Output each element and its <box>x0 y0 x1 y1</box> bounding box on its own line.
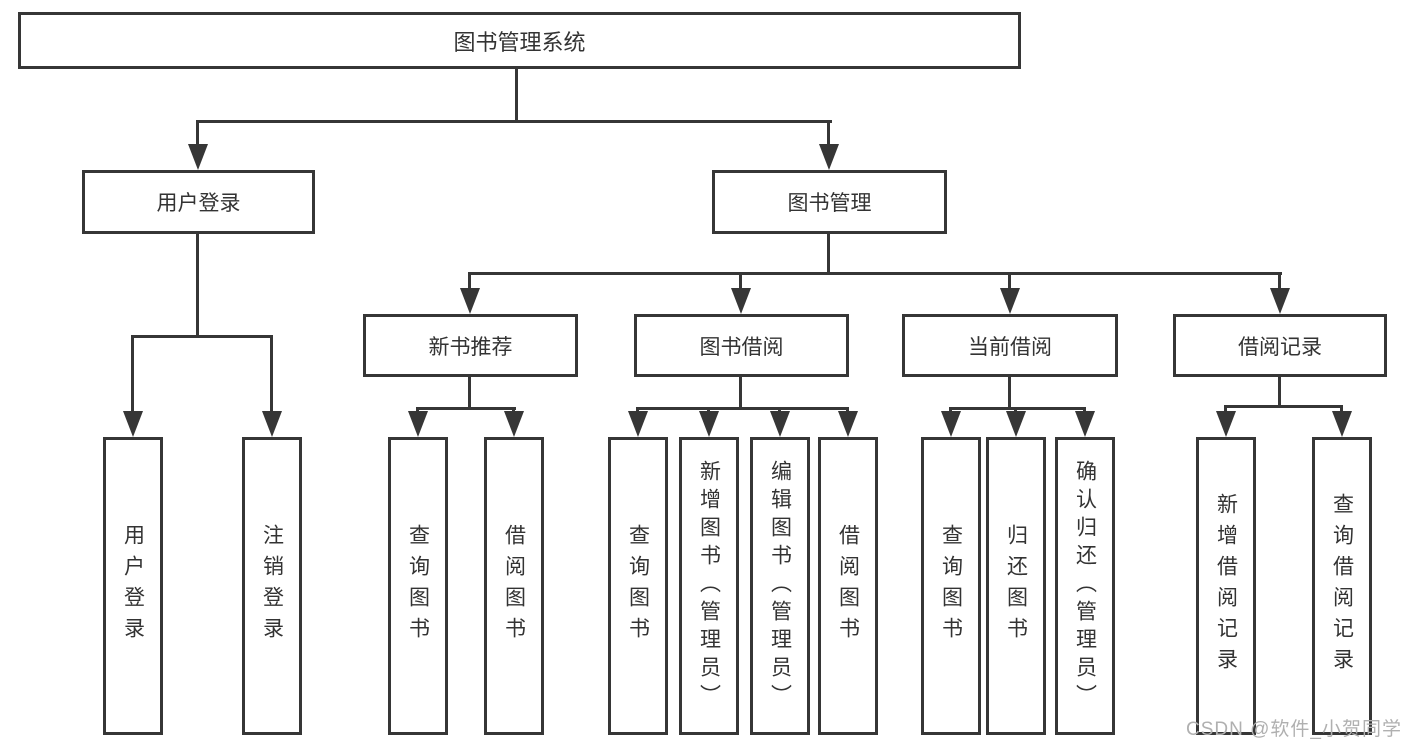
connector-root-hbar <box>196 120 832 123</box>
connector-book-management-stem <box>827 234 830 275</box>
connector-new-book-recommend-hbar <box>416 407 516 410</box>
connector-drop-query-books-3 <box>949 407 952 414</box>
node-new-book-recommend: 新书推荐 <box>363 314 578 377</box>
arrowhead-leaf-logout <box>262 411 282 437</box>
arrowhead-book-borrow <box>731 288 751 314</box>
connector-drop-borrow-books-2 <box>846 407 849 414</box>
leaf-query-books-2: 查询图书 <box>608 437 668 735</box>
arrowhead-borrow-books-2 <box>838 411 858 437</box>
connector-drop-new-book-recommend <box>468 272 471 290</box>
leaf-confirm-return-admin: 确认归还（管理员） <box>1055 437 1115 735</box>
arrowhead-add-borrow-record <box>1216 411 1236 437</box>
arrowhead-confirm-return-admin <box>1075 411 1095 437</box>
connector-drop-edit-book-admin <box>778 407 781 414</box>
connector-drop-return-book <box>1014 407 1017 414</box>
connector-book-borrow-hbar <box>636 407 849 410</box>
node-library-system: 图书管理系统 <box>18 12 1021 69</box>
node-user-login: 用户登录 <box>82 170 315 234</box>
leaf-query-books-3: 查询图书 <box>921 437 981 735</box>
arrowhead-query-borrow-record <box>1332 411 1352 437</box>
connector-drop-borrow-records <box>1278 272 1281 290</box>
connector-root-stem <box>515 69 518 121</box>
connector-user-login-hbar <box>131 335 273 338</box>
arrowhead-query-books-2 <box>628 411 648 437</box>
connector-borrow-records-hbar <box>1224 405 1343 408</box>
arrowhead-book-management <box>819 144 839 170</box>
connector-drop-user-login <box>196 120 199 146</box>
node-borrow-records: 借阅记录 <box>1173 314 1387 377</box>
connector-drop-book-management <box>827 120 830 146</box>
node-book-borrow: 图书借阅 <box>634 314 849 377</box>
watermark: CSDN @软件_小贺同学 <box>1186 719 1402 740</box>
connector-current-borrow-hbar <box>949 407 1086 410</box>
node-book-management: 图书管理 <box>712 170 947 234</box>
leaf-query-books-1: 查询图书 <box>388 437 448 735</box>
node-current-borrow: 当前借阅 <box>902 314 1118 377</box>
arrowhead-return-book <box>1006 411 1026 437</box>
leaf-user-login: 用户登录 <box>103 437 163 735</box>
leaf-edit-book-admin: 编辑图书（管理员） <box>750 437 810 735</box>
leaf-add-book-admin: 新增图书（管理员） <box>679 437 739 735</box>
connector-book-management-hbar <box>469 272 1282 275</box>
leaf-query-borrow-record: 查询借阅记录 <box>1312 437 1372 735</box>
connector-drop-current-borrow <box>1008 272 1011 290</box>
arrowhead-edit-book-admin <box>770 411 790 437</box>
arrowhead-query-books-3 <box>941 411 961 437</box>
connector-new-book-recommend-stem <box>468 377 471 409</box>
connector-borrow-records-stem <box>1278 377 1281 407</box>
connector-drop-query-books-1 <box>416 407 419 414</box>
leaf-borrow-books-1: 借阅图书 <box>484 437 544 735</box>
leaf-logout: 注销登录 <box>242 437 302 735</box>
arrowhead-leaf-user-login <box>123 411 143 437</box>
arrowhead-current-borrow <box>1000 288 1020 314</box>
leaf-add-borrow-record: 新增借阅记录 <box>1196 437 1256 735</box>
arrowhead-borrow-records <box>1270 288 1290 314</box>
connector-current-borrow-stem <box>1008 377 1011 409</box>
leaf-borrow-books-2: 借阅图书 <box>818 437 878 735</box>
arrowhead-borrow-books-1 <box>504 411 524 437</box>
connector-drop-add-book-admin <box>707 407 710 414</box>
connector-book-borrow-stem <box>739 377 742 409</box>
connector-drop-book-borrow <box>739 272 742 290</box>
arrowhead-new-book-recommend <box>460 288 480 314</box>
arrowhead-user-login <box>188 144 208 170</box>
connector-drop-borrow-books-1 <box>512 407 515 414</box>
connector-drop-leaf-logout <box>270 335 273 413</box>
leaf-return-book: 归还图书 <box>986 437 1046 735</box>
arrowhead-query-books-1 <box>408 411 428 437</box>
arrowhead-add-book-admin <box>699 411 719 437</box>
connector-drop-query-books-2 <box>636 407 639 414</box>
connector-drop-query-borrow-record <box>1340 405 1343 414</box>
connector-drop-add-borrow-record <box>1224 405 1227 414</box>
connector-drop-confirm-return-admin <box>1083 407 1086 414</box>
connector-drop-leaf-user-login <box>131 335 134 413</box>
connector-user-login-stem <box>196 234 199 336</box>
